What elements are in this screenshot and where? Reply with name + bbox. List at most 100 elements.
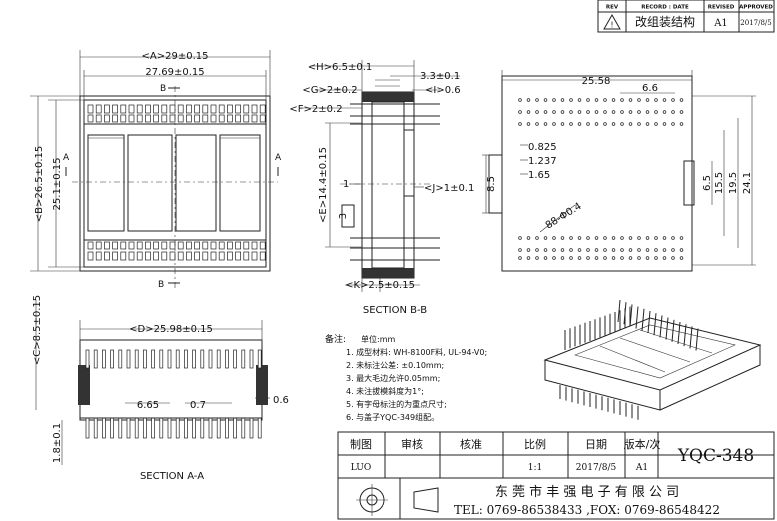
- hole: [671, 256, 675, 260]
- dim-a-width: <A>29±0.15: [142, 51, 209, 62]
- top-pin: [186, 104, 192, 114]
- hole: [628, 256, 633, 260]
- top-pin: [259, 241, 266, 250]
- top-pin: [243, 241, 250, 250]
- top-pin: [145, 251, 151, 261]
- top-pin: [210, 251, 217, 261]
- tb-header-approve: 核准: [460, 437, 482, 451]
- top-pin: [177, 114, 184, 123]
- hole: [628, 98, 633, 102]
- hole: [603, 256, 607, 260]
- tb-value-date: 2017/8/5: [576, 463, 617, 473]
- top-pin: [161, 104, 168, 114]
- aa-pin-top: [167, 349, 172, 369]
- iso-pin: [653, 313, 657, 336]
- section-bb-title: SECTION B-B: [363, 305, 427, 316]
- hole: [569, 110, 573, 114]
- hole: [569, 122, 573, 126]
- aa-pin-top: [85, 349, 90, 369]
- top-pin: [202, 251, 209, 261]
- hole: [671, 110, 675, 114]
- hole: [620, 256, 624, 260]
- aa-pin-top: [134, 349, 139, 369]
- hole: [637, 110, 641, 114]
- hole: [569, 256, 573, 260]
- top-pin: [235, 251, 241, 261]
- aa-pin-top: [225, 349, 229, 369]
- hole: [611, 248, 616, 252]
- hole: [662, 110, 667, 114]
- section-bb-view: <H>6.5±0.1 3.3±0.1 <G>2±0.2 <I>0.6 <F>2±…: [289, 60, 474, 316]
- notes-label: 备注:: [325, 333, 346, 345]
- aa-pin-bottom: [184, 417, 188, 439]
- section-mark-b-top: B: [160, 84, 166, 94]
- hole: [586, 122, 590, 126]
- aa-pin-top: [241, 349, 246, 369]
- top-pin: [210, 241, 217, 250]
- iso-pin: [641, 308, 645, 331]
- hole: [594, 110, 599, 114]
- hole: [679, 256, 684, 260]
- top-pin: [161, 241, 168, 250]
- hole: [662, 122, 667, 126]
- dim-8-5: 8.5: [486, 176, 497, 192]
- hole: [611, 110, 616, 114]
- aa-pin-bottom: [192, 417, 196, 439]
- note-line-1: 1. 成型材料: WH-8100F料, UL-94-V0;: [346, 347, 487, 357]
- top-pin: [186, 114, 192, 123]
- aa-pin-bottom: [200, 417, 205, 439]
- hole: [679, 98, 684, 102]
- top-pin: [120, 251, 127, 261]
- hole: [662, 256, 667, 260]
- rev-header-record: RECORD : DATE: [641, 5, 689, 11]
- top-pin: [194, 241, 200, 250]
- tb-value-version: A1: [635, 463, 648, 473]
- dim-1: 1: [343, 179, 349, 190]
- hole: [662, 236, 667, 240]
- note-line-3: 3. 最大毛边允许0.05mm;: [346, 373, 440, 383]
- top-pin: [186, 251, 192, 261]
- dim-j: <J>1±0.1: [424, 183, 474, 194]
- aa-pin-top: [159, 349, 164, 369]
- aa-pin-bottom: [167, 417, 172, 439]
- top-pin: [210, 114, 217, 123]
- top-pin: [128, 104, 135, 114]
- dim-6-5: 6.5: [702, 175, 713, 191]
- top-pin: [136, 114, 143, 123]
- top-pin: [194, 104, 200, 114]
- aa-pin-bottom: [85, 417, 90, 439]
- hole: [526, 122, 531, 126]
- hole: [637, 256, 641, 260]
- tb-header-version: 版本/次: [624, 437, 661, 451]
- aa-pin-bottom: [159, 417, 164, 439]
- top-pin: [104, 104, 110, 114]
- hole: [654, 110, 658, 114]
- hole: [552, 236, 556, 240]
- top-pin: [136, 241, 143, 250]
- dim-k: <K>2.5±0.15: [345, 280, 415, 291]
- aa-pin-bottom: [175, 417, 180, 439]
- hole: [543, 236, 548, 240]
- hole: [577, 236, 582, 240]
- section-mark-a-right: A: [275, 153, 282, 163]
- top-pin: [145, 104, 151, 114]
- iso-pin: [635, 306, 639, 329]
- hole: [594, 236, 599, 240]
- dim-6-65: 6.65: [137, 400, 159, 411]
- hole: [552, 110, 556, 114]
- hole: [560, 236, 565, 240]
- rev-header-approved: APPROVED: [739, 5, 773, 11]
- hole: [535, 248, 539, 252]
- top-view-lower-pins: [87, 241, 266, 261]
- top-pin: [95, 104, 102, 114]
- hole: [543, 256, 548, 260]
- hole: [671, 248, 675, 252]
- dim-h: <H>6.5±0.1: [308, 62, 372, 73]
- dim-1-8: 1.8±0.1: [52, 423, 63, 463]
- hole: [577, 122, 582, 126]
- top-pin: [87, 114, 94, 123]
- dim-0-825: 0.825: [528, 142, 557, 153]
- hole: [654, 122, 658, 126]
- hole: [543, 122, 548, 126]
